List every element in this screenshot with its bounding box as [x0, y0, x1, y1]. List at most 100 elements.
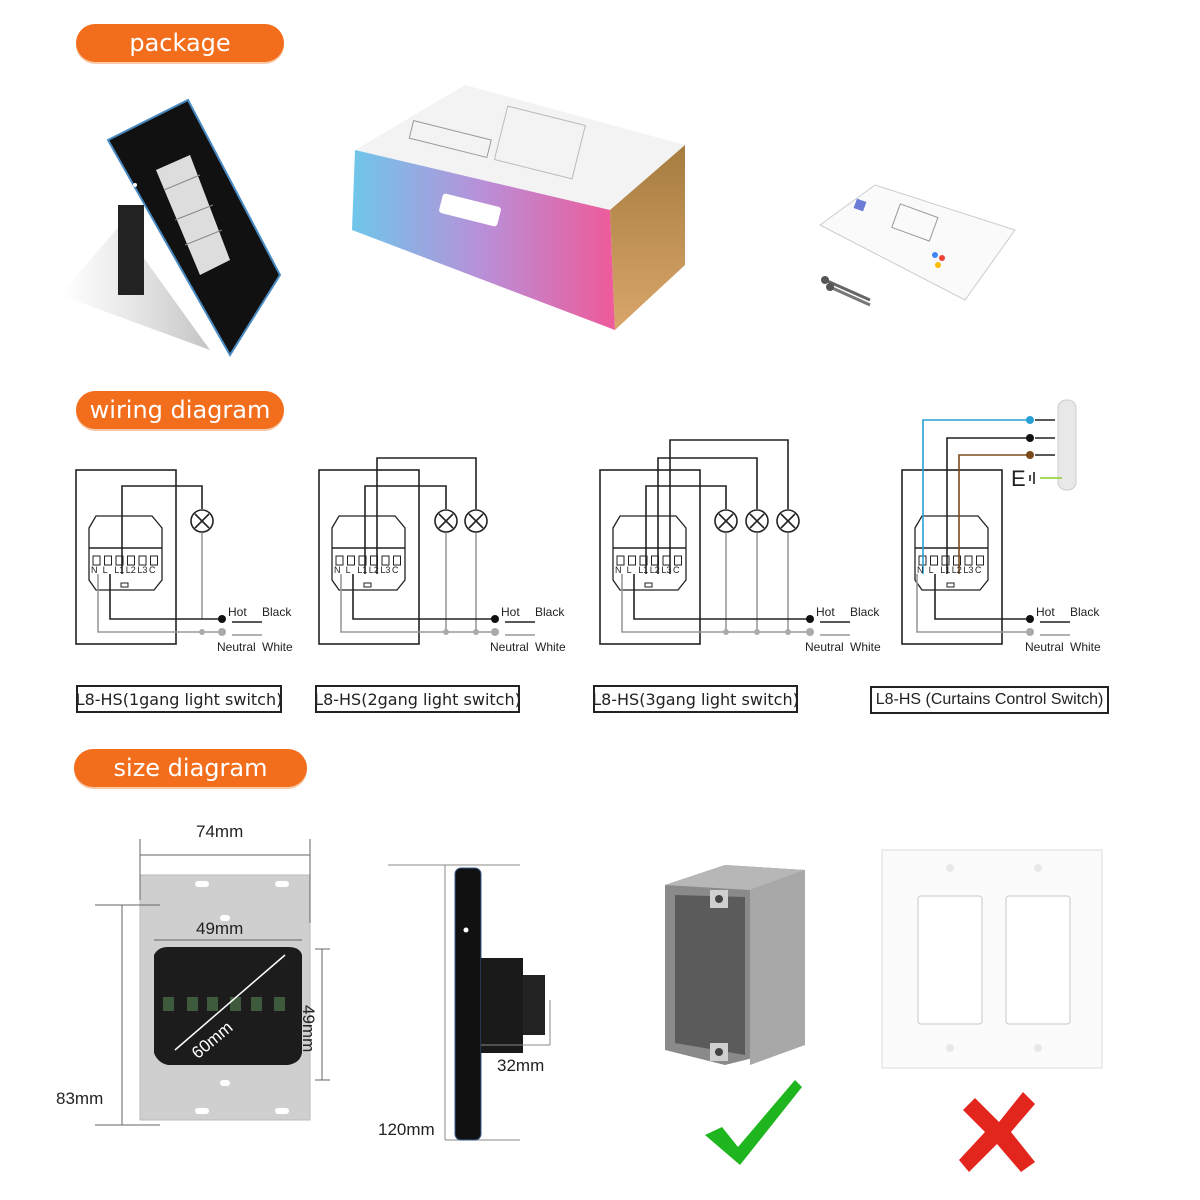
terminal-label-L2: L2 [125, 565, 136, 575]
terminal-label-N: N [615, 565, 622, 575]
wire [934, 574, 1030, 620]
hot-label: Hot [501, 605, 520, 619]
wire [438, 513, 454, 529]
dim-depth: 32mm [497, 1056, 545, 1075]
wire [194, 513, 210, 529]
dim-panel-height: 120mm [378, 1120, 435, 1139]
section-title-package: package [76, 24, 284, 62]
wire [780, 513, 796, 529]
neutral-terminal-dot [218, 628, 226, 636]
wire [922, 419, 1030, 574]
switch-box-outline [599, 469, 701, 645]
terminal-label-L3: L3 [137, 565, 148, 575]
wall-box-image [665, 865, 805, 1065]
compatible-check-icon [705, 1080, 802, 1165]
terminal-screw [115, 555, 124, 566]
wire [376, 457, 477, 574]
terminal-label-L3: L3 [380, 565, 391, 575]
terminal-screw [628, 555, 636, 566]
terminal-label-L1: L1 [357, 565, 368, 575]
dim-module-height: 49mm [299, 1005, 318, 1053]
wire [621, 574, 810, 633]
product-box-image [352, 85, 685, 330]
switch-box-outline [75, 469, 177, 645]
terminal-screw [92, 555, 101, 566]
junction-dot [199, 629, 205, 635]
white-label: White [850, 640, 881, 654]
neutral-terminal-dot [1026, 628, 1034, 636]
neutral-terminal-dot [806, 628, 814, 636]
terminal-screw [674, 555, 682, 566]
dim-module-width: 49mm [196, 919, 244, 938]
hot-terminal-dot [806, 615, 814, 623]
wire [749, 513, 765, 529]
manual-and-screws-image [819, 184, 1016, 307]
terminal-screw [930, 555, 938, 566]
side-view-drawing [388, 864, 551, 1141]
terminal-screw [953, 555, 961, 566]
junction-dot [443, 629, 449, 635]
terminal-screw [138, 555, 147, 566]
terminal-screw [662, 555, 671, 566]
hot-label: Hot [1036, 605, 1055, 619]
wire [645, 485, 727, 574]
caption-3gang: L8-HS(3gang light switch) [592, 685, 799, 713]
terminal-tab [120, 582, 129, 588]
terminal-label-L: L [626, 565, 632, 575]
neutral-label: Neutral [1025, 640, 1064, 654]
neutral-label: Neutral [805, 640, 844, 654]
terminal-tab [363, 582, 372, 588]
motor-wire-dot [1026, 451, 1034, 459]
terminal-screw [381, 555, 390, 566]
terminal-screw [976, 555, 984, 566]
black-label: Black [850, 605, 880, 619]
wire [718, 513, 734, 529]
terminal-label-N: N [91, 565, 98, 575]
wire [946, 437, 1030, 574]
wire [657, 457, 758, 574]
wire [669, 439, 789, 574]
terminal-label-L2: L2 [951, 565, 962, 575]
junction-dot [754, 629, 760, 635]
terminal-screw [964, 555, 973, 566]
terminal-screw [941, 555, 950, 566]
terminal-block [331, 515, 406, 591]
terminal-label-C: C [975, 565, 982, 575]
dim-height: 83mm [56, 1089, 104, 1108]
motor-wire-dot [1026, 434, 1034, 442]
neutral-terminal-dot [491, 628, 499, 636]
hot-terminal-dot [491, 615, 499, 623]
white-label: White [1070, 640, 1101, 654]
terminal-screw [616, 555, 625, 566]
junction-dot [473, 629, 479, 635]
section-title-wiring: wiring diagram [76, 391, 284, 429]
neutral-label: Neutral [490, 640, 529, 654]
terminal-screw [639, 555, 648, 566]
terminal-screw [335, 555, 344, 566]
terminal-label-L: L [102, 565, 108, 575]
terminal-label-N: N [334, 565, 341, 575]
terminal-label-L: L [345, 565, 351, 575]
wall-plate-image [881, 849, 1103, 1069]
front-view-drawing [95, 839, 330, 1126]
terminal-label-C: C [149, 565, 156, 575]
section-title-size: size diagram [74, 749, 307, 787]
terminal-screw [127, 555, 135, 566]
white-label: White [535, 640, 566, 654]
black-label: Black [262, 605, 292, 619]
wire [958, 454, 1030, 574]
terminal-label-L1: L1 [940, 565, 951, 575]
terminal-label-L: L [928, 565, 934, 575]
wire [468, 513, 484, 529]
hot-label: Hot [228, 605, 247, 619]
junction-dot [723, 629, 729, 635]
terminal-screw [393, 555, 401, 566]
terminal-screw [347, 555, 355, 566]
terminal-block [88, 515, 163, 591]
hot-terminal-dot [1026, 615, 1034, 623]
not-compatible-cross-icon [959, 1092, 1035, 1172]
curtain-motor-image [1057, 399, 1077, 491]
wiring-diagram-drawing [75, 399, 1077, 645]
terminal-screw [358, 555, 367, 566]
terminal-label-L3: L3 [661, 565, 672, 575]
